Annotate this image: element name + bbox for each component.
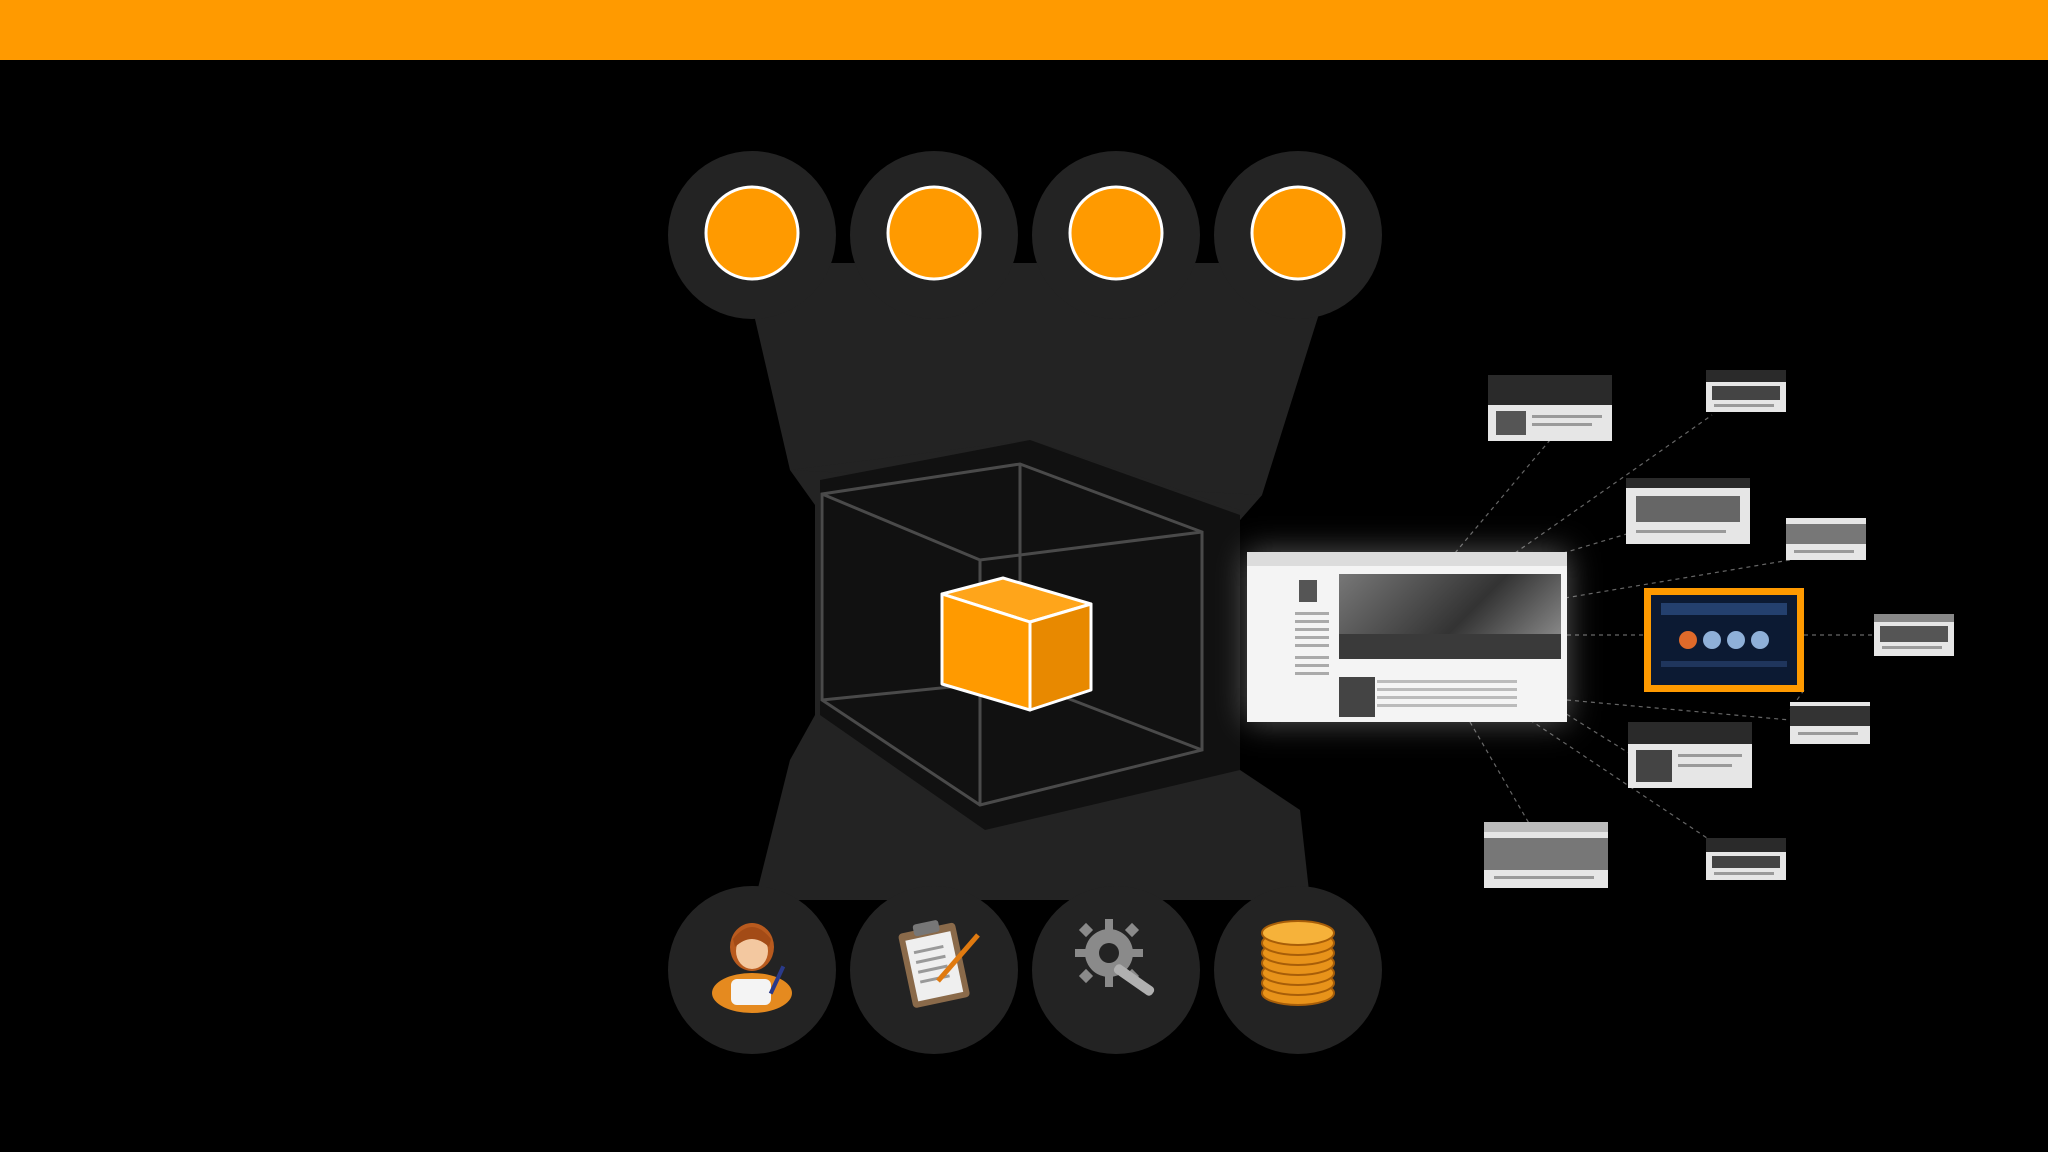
- highlighted-screenshot: [1644, 588, 1804, 692]
- hero-caption-bar: [1339, 634, 1561, 659]
- orange-circle-4: [1250, 185, 1346, 281]
- top-accent-bar: [0, 0, 2048, 60]
- clipboard-icon: [898, 920, 980, 1008]
- thumbnail-screenshot: [1874, 614, 1954, 656]
- thumbnail-screenshot: [1706, 838, 1786, 880]
- thumbnail-screenshot: [1488, 375, 1612, 441]
- connector-line: [1566, 699, 1791, 721]
- connector-line: [1469, 721, 1531, 826]
- connector-line: [1514, 414, 1713, 554]
- orange-circle-2: [886, 185, 982, 281]
- thumbnail-screenshot: [1706, 370, 1786, 412]
- connector-line: [1454, 439, 1551, 554]
- content-image: [1339, 677, 1375, 717]
- crest-icon: [1299, 580, 1317, 602]
- gear-wrench-icon: [1075, 919, 1155, 996]
- thumbnail-screenshot: [1626, 478, 1750, 544]
- orange-circle-3: [1068, 185, 1164, 281]
- main-website-screenshot: [1247, 552, 1567, 722]
- orange-circle-1: [704, 185, 800, 281]
- connector-line: [1564, 559, 1791, 599]
- top-orange-circles: [704, 185, 1346, 281]
- orange-cube: [940, 576, 1093, 712]
- thumbnail-screenshot: [1484, 822, 1608, 888]
- thumbnail-screenshot: [1628, 722, 1752, 788]
- coins-icon: [1261, 920, 1335, 1006]
- thumbnail-screenshot: [1790, 702, 1870, 744]
- browser-chrome: [1247, 552, 1567, 566]
- person-icon: [712, 923, 792, 1013]
- thumbnail-screenshot: [1786, 518, 1866, 560]
